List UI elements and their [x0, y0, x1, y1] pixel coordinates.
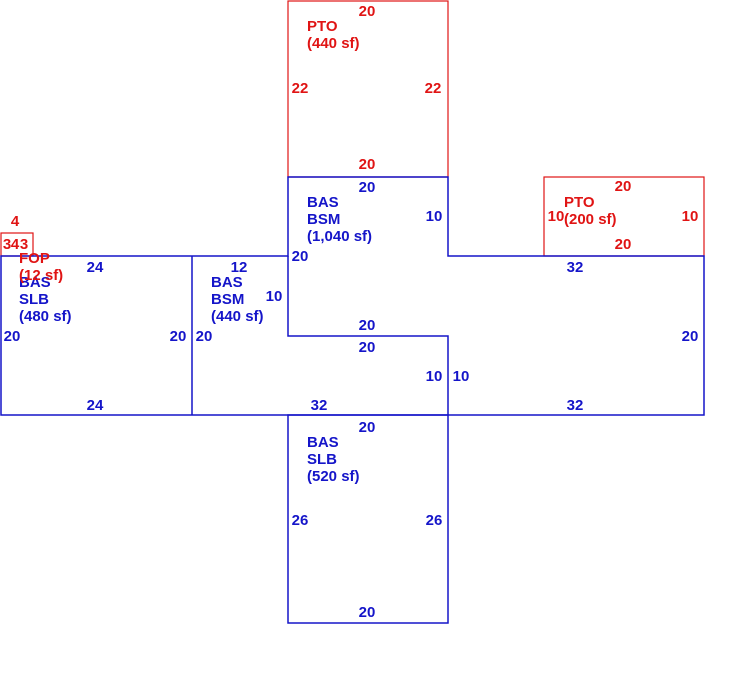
dim-mid-top: 12 — [231, 259, 248, 276]
dim-bottom-bottom: 20 — [359, 604, 376, 621]
dim-pto-right-top: 20 — [615, 178, 632, 195]
pto-right-label-2: (200 sf) — [564, 211, 617, 228]
dim-mid-right: 10 — [266, 288, 283, 305]
dim-center-inner-right: 10 — [426, 368, 443, 385]
dim-bottom-right: 26 — [426, 512, 443, 529]
dim-bottom-left: 26 — [292, 512, 309, 529]
bas-mid-label-1: BAS — [211, 274, 243, 291]
bas-mid-label-3: (440 sf) — [211, 308, 264, 325]
dim-right-top: 32 — [567, 259, 584, 276]
bas-left-label-3: (480 sf) — [19, 308, 72, 325]
bas-bottom-label-1: BAS — [307, 434, 339, 451]
dim-pto-right-left: 10 — [548, 208, 565, 225]
dim-center-inner-bottom: 20 — [359, 317, 376, 334]
dim-pto-top-left: 22 — [292, 80, 309, 97]
dim-center-top: 20 — [359, 179, 376, 196]
dim-right-right: 20 — [682, 328, 699, 345]
center-divider-line — [287, 256, 449, 415]
dim-left-left: 20 — [4, 328, 21, 345]
dim-fop-top: 4 — [11, 213, 20, 230]
bas-bottom-label-2: SLB — [307, 451, 337, 468]
dim-bottom-top: 20 — [359, 419, 376, 436]
dim-left-bottom: 24 — [87, 397, 104, 414]
dim-pto-top-top: 20 — [359, 3, 376, 20]
dim-left-right: 20 — [170, 328, 187, 345]
bas-center-label-3: (1,040 sf) — [307, 228, 372, 245]
pto-top-label-1: PTO — [307, 18, 338, 35]
dim-pto-top-right: 22 — [425, 80, 442, 97]
bas-bottom-label-3: (520 sf) — [307, 468, 360, 485]
dim-fop-bottom: 4 — [11, 236, 20, 253]
dim-pto-top-bottom: 20 — [359, 156, 376, 173]
dim-left-top: 24 — [87, 259, 104, 276]
bas-bottom-outline — [287, 414, 449, 624]
fop-label-1: FOP — [19, 250, 50, 267]
pto-right-label-1: PTO — [564, 194, 595, 211]
bas-left-label-1: BAS — [19, 274, 51, 291]
pto-top-label-2: (440 sf) — [307, 35, 360, 52]
dim-mid-left: 20 — [196, 328, 213, 345]
dim-fop-right: 3 — [20, 236, 28, 253]
dim-right-inner-left: 10 — [453, 368, 470, 385]
dim-mid-bottom: 32 — [311, 397, 328, 414]
bas-left-label-2: SLB — [19, 291, 49, 308]
bas-center-label-1: BAS — [307, 194, 339, 211]
fop-label-2: (12 sf) — [19, 267, 63, 284]
dim-pto-right-bottom: 20 — [615, 236, 632, 253]
dim-fop-left: 3 — [3, 236, 11, 253]
dim-center-notch-right: 10 — [426, 208, 443, 225]
bas-mid-label-2: BSM — [211, 291, 244, 308]
dim-pto-right-right: 10 — [682, 208, 699, 225]
dim-center-left-upper: 20 — [292, 248, 309, 265]
dim-right-bottom: 32 — [567, 397, 584, 414]
dim-center-inner-top: 20 — [359, 339, 376, 356]
bas-center-label-2: BSM — [307, 211, 340, 228]
